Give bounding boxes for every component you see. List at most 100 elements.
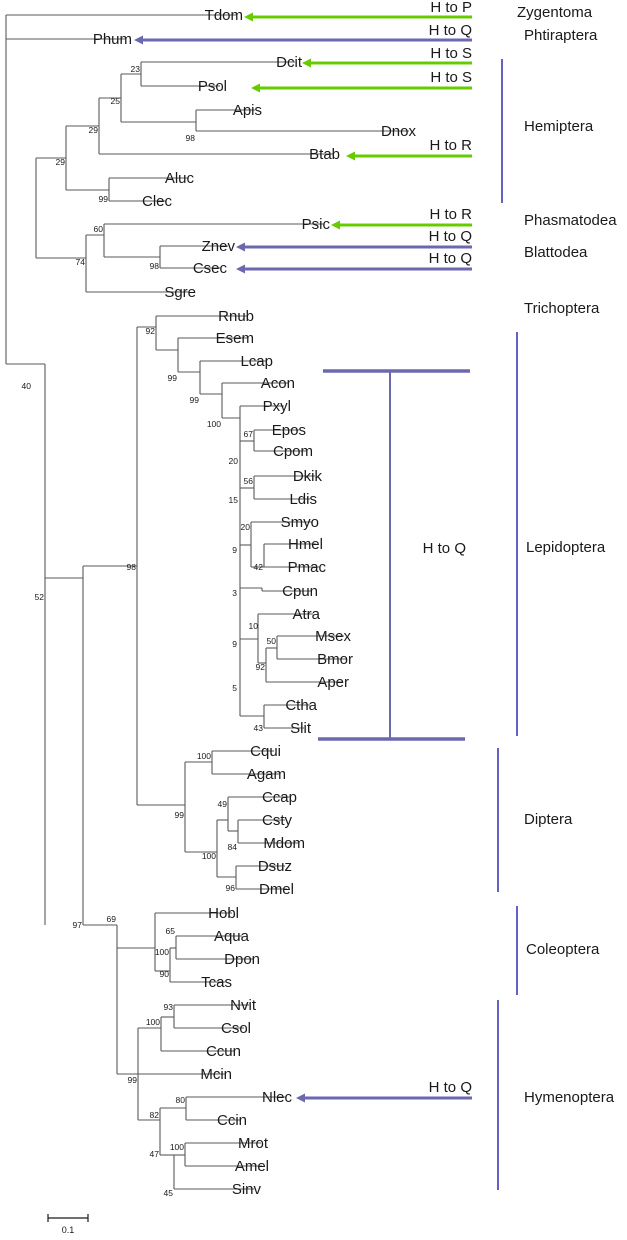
transfer-line: H to S	[251, 69, 472, 93]
taxon-label: Dmel	[259, 881, 294, 898]
transfer-arrow-icon	[346, 151, 355, 161]
taxon-label: Dpon	[224, 951, 260, 968]
order-brackets-group	[497, 59, 518, 1190]
transfer-line: H to S	[302, 45, 472, 68]
transfer-arrow-icon	[251, 83, 260, 93]
order-label: Blattodea	[524, 244, 588, 261]
transfer-line: H to Q	[236, 250, 472, 274]
bootstrap-value: 97	[73, 920, 83, 930]
lepidoptera-transfer-label: H to Q	[423, 540, 466, 557]
bootstrap-value: 47	[150, 1149, 160, 1159]
taxon-label: Epos	[272, 422, 306, 439]
taxon-label: Btab	[309, 146, 340, 163]
taxon-label: Msex	[315, 628, 351, 645]
bootstrap-value: 99	[175, 810, 185, 820]
bootstrap-value: 20	[241, 522, 251, 532]
bootstrap-value: 5	[232, 683, 237, 693]
bootstrap-value: 92	[146, 326, 156, 336]
taxon-label: Dkik	[293, 468, 323, 485]
taxon-label: Znev	[202, 238, 236, 255]
taxon-label: Esem	[216, 330, 254, 347]
bootstrap-value: 98	[127, 562, 137, 572]
transfer-line: H to R	[331, 206, 472, 230]
taxon-label: Cpun	[282, 583, 318, 600]
taxon-label: Lcap	[240, 353, 273, 370]
taxon-label: Hobl	[208, 905, 239, 922]
taxon-label: Dsuz	[258, 858, 292, 875]
transfer-line: H to P	[244, 0, 472, 22]
bootstrap-value: 23	[131, 64, 141, 74]
taxon-label: Csty	[262, 812, 293, 829]
transfer-label: H to S	[430, 69, 472, 86]
transfer-arrow-icon	[236, 264, 245, 274]
taxon-label: Cpom	[273, 443, 313, 460]
order-label: Hemiptera	[524, 118, 594, 135]
bootstrap-value: 80	[176, 1095, 186, 1105]
taxon-label: Clec	[142, 193, 173, 210]
bootstrap-value: 93	[164, 1002, 174, 1012]
lepidoptera-transfer-marker: H to Q	[318, 369, 470, 741]
transfer-label: H to P	[430, 0, 472, 16]
bootstrap-value: 82	[150, 1110, 160, 1120]
taxon-label: Sgre	[164, 284, 196, 301]
taxon-label: Ctha	[285, 697, 317, 714]
bootstrap-values-group: 2325299829996098744092999910067205615209…	[22, 64, 277, 1198]
bootstrap-value: 29	[56, 157, 66, 167]
taxon-label: Rnub	[218, 308, 254, 325]
bootstrap-value: 92	[256, 662, 266, 672]
scale-bar-group: 0.1	[47, 1214, 89, 1235]
taxon-label: Sinv	[232, 1181, 262, 1198]
transfer-label: H to Q	[429, 250, 472, 267]
transfer-line: H to Q	[236, 228, 472, 252]
taxon-label: Phum	[93, 31, 132, 48]
taxon-label: Ccap	[262, 789, 297, 806]
bootstrap-value: 25	[111, 96, 121, 106]
bootstrap-value: 99	[168, 373, 178, 383]
transfer-label: H to S	[430, 45, 472, 62]
bootstrap-value: 60	[94, 224, 104, 234]
taxon-label: Csol	[221, 1020, 251, 1037]
bootstrap-value: 74	[76, 257, 86, 267]
taxon-label: Aper	[317, 674, 349, 691]
taxon-label: Nvit	[230, 997, 257, 1014]
tree-branches-group	[5, 14, 409, 1190]
bootstrap-value: 90	[160, 969, 170, 979]
bootstrap-value: 43	[254, 723, 264, 733]
order-label: Zygentoma	[517, 4, 593, 21]
bootstrap-value: 15	[229, 495, 239, 505]
order-label: Phtiraptera	[524, 27, 598, 44]
taxon-label: Pmac	[288, 559, 327, 576]
taxon-label: Apis	[233, 102, 262, 119]
bootstrap-value: 29	[89, 125, 99, 135]
bootstrap-value: 49	[218, 799, 228, 809]
bootstrap-value: 98	[186, 133, 196, 143]
bootstrap-value: 3	[232, 588, 237, 598]
horizontal-transfer-lines-group: H to PH to QH to SH to SH to RH to RH to…	[134, 0, 472, 1103]
transfer-arrow-icon	[134, 35, 143, 45]
bootstrap-value: 100	[202, 851, 216, 861]
bootstrap-value: 100	[207, 419, 221, 429]
taxon-label: Ldis	[289, 491, 317, 508]
bootstrap-value: 100	[170, 1142, 184, 1152]
taxon-label: Agam	[247, 766, 286, 783]
bootstrap-value: 9	[232, 545, 237, 555]
order-label: Lepidoptera	[526, 539, 606, 556]
taxon-label: Cqui	[250, 743, 281, 760]
transfer-arrow-icon	[331, 220, 340, 230]
taxon-label: Csec	[193, 260, 228, 277]
taxon-label: Atra	[292, 606, 320, 623]
order-label: Coleoptera	[526, 941, 600, 958]
bootstrap-value: 56	[244, 476, 254, 486]
bootstrap-value: 99	[128, 1075, 138, 1085]
bootstrap-value: 96	[226, 883, 236, 893]
order-label: Trichoptera	[524, 300, 600, 317]
transfer-label: H to R	[429, 137, 472, 154]
taxon-label: Tdom	[205, 7, 243, 24]
bootstrap-value: 99	[99, 194, 109, 204]
taxon-label: Nlec	[262, 1089, 293, 1106]
transfer-arrow-icon	[236, 242, 245, 252]
taxon-labels-group: TdomPhumDcitPsolApisDnoxBtabAlucClecPsic…	[93, 7, 417, 1198]
transfer-arrow-icon	[244, 12, 253, 22]
taxon-label: Acon	[261, 375, 295, 392]
